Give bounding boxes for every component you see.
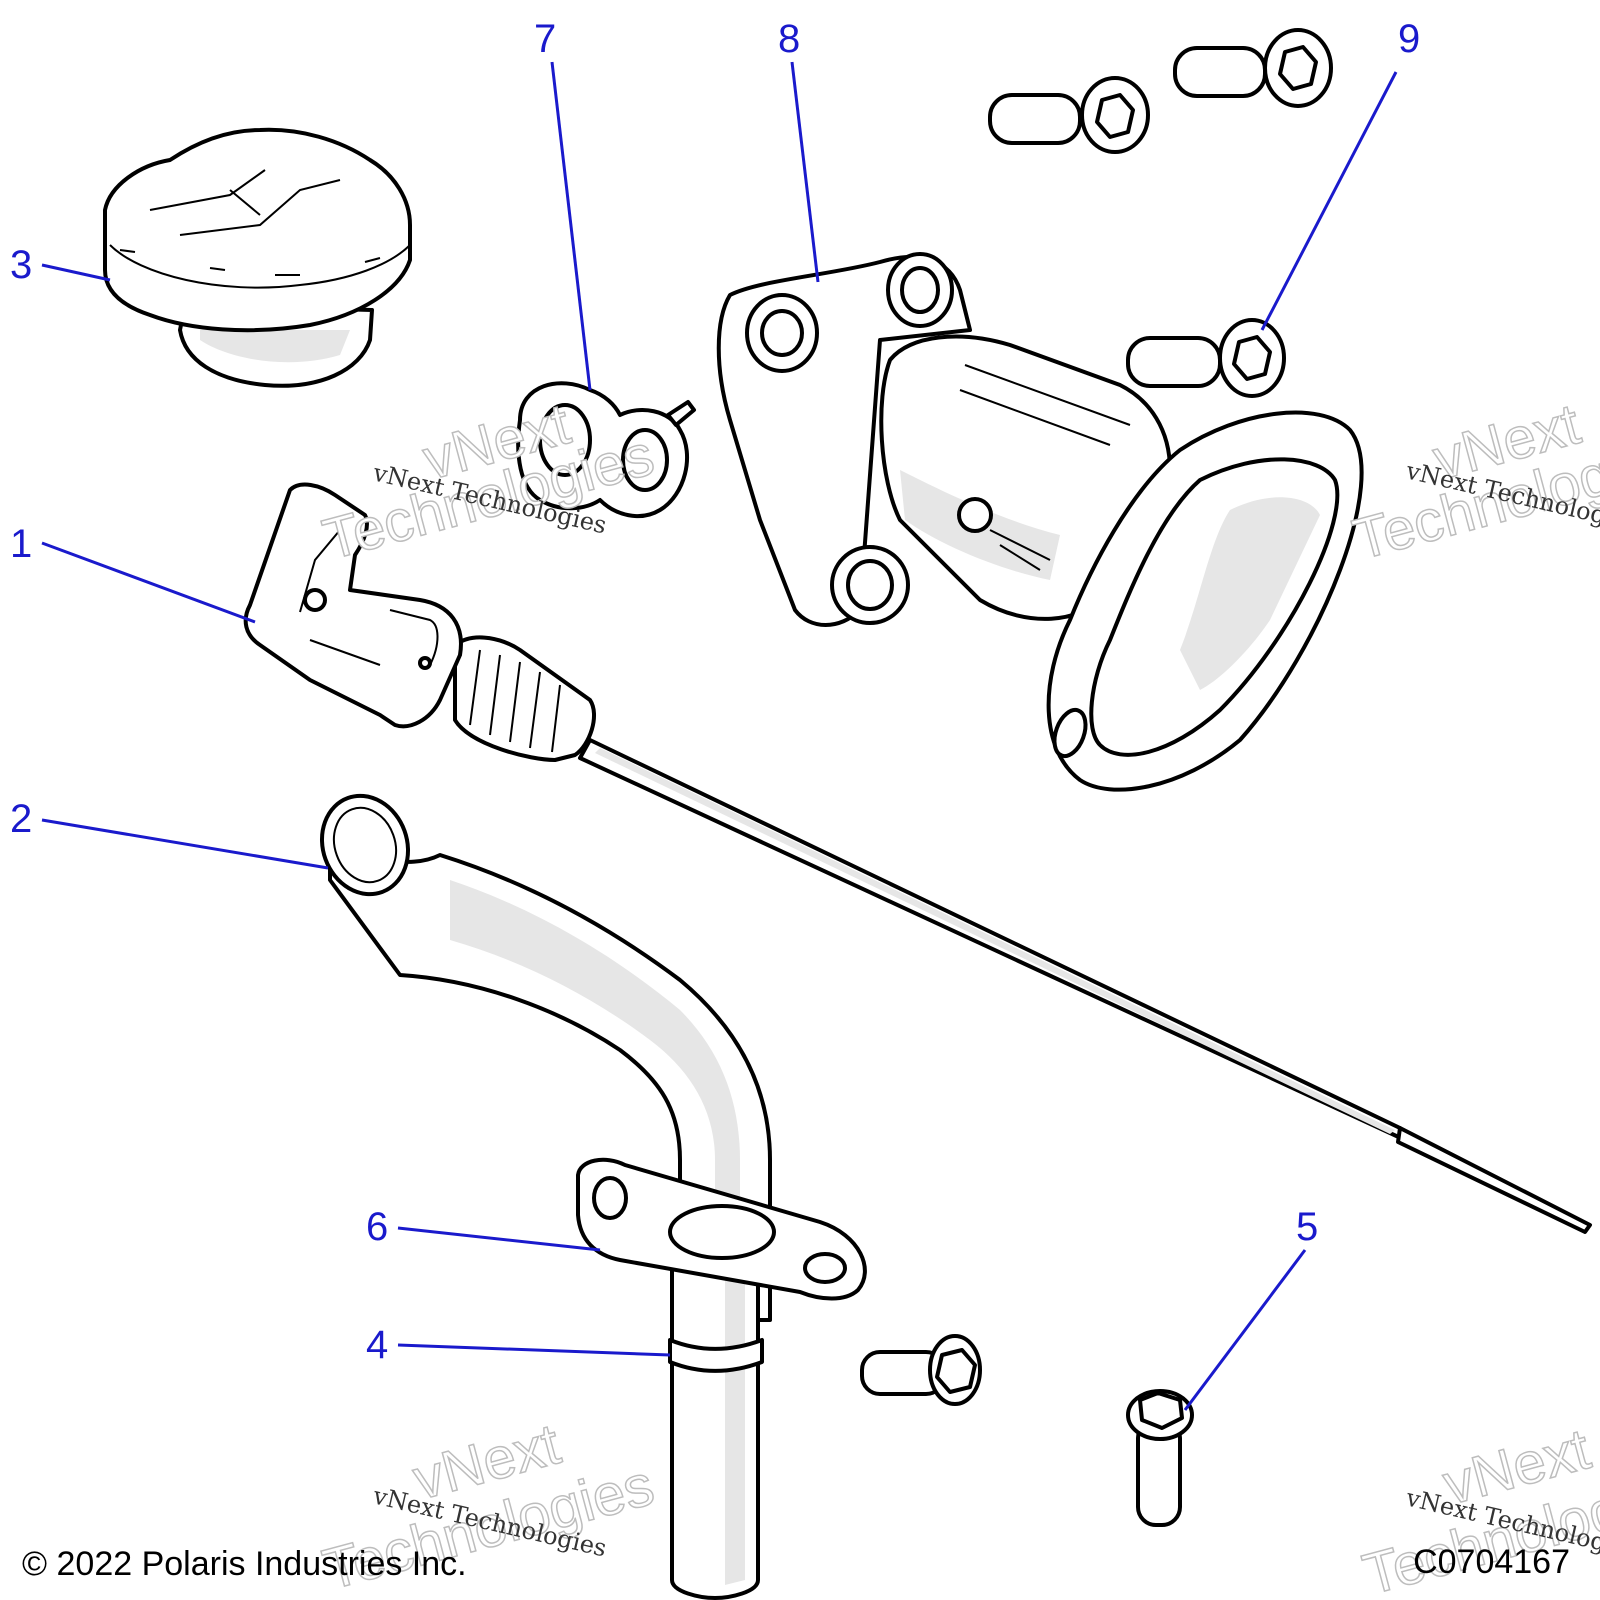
callout-7: 7 xyxy=(534,17,556,61)
fill-tube xyxy=(319,793,772,1600)
leader-9 xyxy=(1260,71,1398,331)
leader-8 xyxy=(790,61,820,283)
callout-4: 4 xyxy=(366,1323,388,1367)
callout-3: 3 xyxy=(10,243,32,287)
filler-cap xyxy=(103,127,412,388)
copyright-notice: © 2022 Polaris Industries Inc. xyxy=(22,1545,467,1583)
callout-2: 2 xyxy=(10,797,32,841)
leader-3 xyxy=(41,263,111,282)
leader-2 xyxy=(41,818,329,870)
figure-id: C0704167 xyxy=(1413,1543,1570,1581)
figure8-gasket xyxy=(516,381,696,519)
callout-9: 9 xyxy=(1398,17,1420,61)
socket-bolt-c xyxy=(1126,318,1286,398)
leader-6 xyxy=(397,1226,601,1252)
callout-5: 5 xyxy=(1296,1205,1318,1249)
gasket-flange xyxy=(576,1157,867,1301)
callout-1: 1 xyxy=(10,522,32,566)
leader-5 xyxy=(1183,1249,1307,1411)
callout-6: 6 xyxy=(366,1205,388,1249)
callout-numbers: 1 2 3 4 5 6 7 8 9 xyxy=(10,17,1420,1367)
flange-bolt-vertical xyxy=(1126,1389,1194,1527)
filler-housing xyxy=(716,252,1364,792)
callout-leaders xyxy=(41,61,1398,1411)
callout-8: 8 xyxy=(778,17,800,61)
dipstick xyxy=(243,482,1592,1234)
flange-bolt-horizontal xyxy=(860,1334,982,1406)
socket-bolt-a xyxy=(988,76,1150,154)
leader-4 xyxy=(397,1343,671,1357)
leader-1 xyxy=(41,541,256,624)
watermark-right: vNext Technologies vNext Technologies xyxy=(1346,391,1600,574)
socket-bolt-b xyxy=(1173,28,1333,108)
leader-7 xyxy=(550,61,592,391)
